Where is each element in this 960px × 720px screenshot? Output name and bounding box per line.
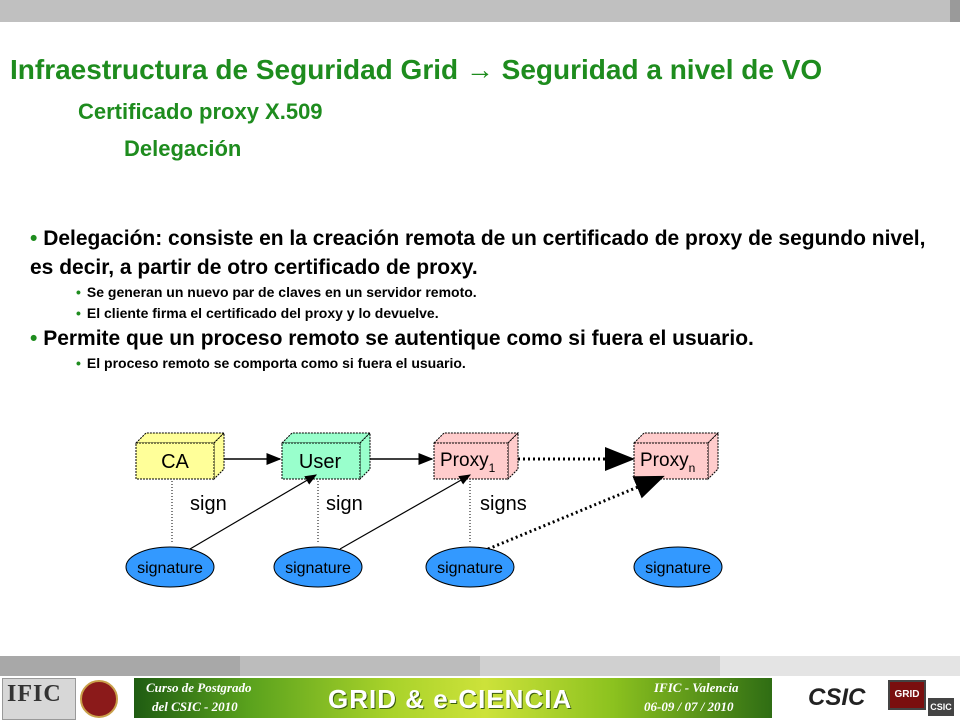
course-line-2: del CSIC - 2010 — [152, 699, 238, 714]
proxyn-label-main: Proxy — [640, 450, 689, 471]
university-seal-icon — [80, 680, 118, 718]
proxy1-label-sub: 1 — [489, 461, 496, 475]
delegation-diagram: CA User Proxy1 Proxyn sign sign signs si… — [125, 431, 723, 588]
proxyn-box: Proxyn — [632, 431, 720, 481]
strip-segment — [240, 656, 480, 676]
user-box: User — [280, 431, 372, 481]
bullet-dot: • — [76, 355, 81, 371]
bullet-text: Permite que un proceso remoto se autenti… — [43, 327, 754, 350]
banner-dates: 06-09 / 07 / 2010 — [644, 699, 734, 714]
slide-subtitle-2: Delegación — [124, 136, 242, 161]
course-banner: Curso de Postgrado del CSIC - 2010 GRID … — [134, 678, 772, 718]
edge-label-sign-2: sign — [326, 493, 363, 515]
bullet-2: • Permite que un proceso remoto se auten… — [30, 324, 930, 353]
banner-location: IFIC - Valencia — [654, 680, 739, 695]
proxy1-label: Proxy1 — [440, 450, 496, 475]
top-bar — [0, 0, 960, 22]
bullet-text: El cliente firma el certificado del prox… — [86, 305, 439, 321]
sub-bullet-2: • El cliente firma el certificado del pro… — [76, 303, 930, 324]
signature-label: signature — [285, 560, 351, 577]
ca-label: CA — [161, 451, 189, 473]
bullet-1: • Delegación: consiste en la creación re… — [30, 224, 930, 282]
sub-bullet-1: • Se generan un nuevo par de claves en un… — [76, 282, 930, 303]
signature-ellipse-2: signature — [273, 546, 363, 588]
csic-logo: CSIC — [808, 684, 866, 711]
signature-ellipse-3: signature — [425, 546, 515, 588]
grid-logo: GRID — [888, 680, 926, 710]
bullet-dot: • — [76, 284, 81, 300]
proxy1-box: Proxy1 — [432, 431, 520, 481]
csic-small-logo: CSIC — [928, 698, 954, 716]
ific-logo: IFIC — [2, 678, 76, 720]
proxy1-label-main: Proxy — [440, 450, 489, 471]
bullet-text: El proceso remoto se comporta como si fu… — [86, 355, 466, 371]
ca-box: CA — [134, 431, 226, 481]
sub-bullet-3: • El proceso remoto se comporta como si f… — [76, 353, 930, 374]
bullet-dot: • — [76, 305, 81, 321]
bullet-text: Se generan un nuevo par de claves en un … — [86, 284, 477, 300]
strip-segment — [480, 656, 720, 676]
signature-ellipse-1: signature — [125, 546, 215, 588]
footer: IFIC Curso de Postgrado del CSIC - 2010 … — [0, 676, 960, 720]
course-line-1: Curso de Postgrado — [146, 680, 252, 695]
arrow-sig-proxyn — [487, 475, 665, 551]
signature-ellipse-4: signature — [633, 546, 723, 588]
banner-title: GRID & e-CIENCIA — [328, 684, 573, 714]
proxyn-label: Proxyn — [640, 450, 695, 475]
signature-label: signature — [645, 560, 711, 577]
strip-segment — [0, 656, 240, 676]
edge-label-sign-1: sign — [190, 493, 227, 515]
top-bar-tick — [950, 0, 960, 22]
bullet-list: • Delegación: consiste en la creación re… — [30, 224, 930, 374]
ific-logo-text: IFIC — [7, 681, 62, 707]
slide-title: Infraestructura de Seguridad Grid → Segu… — [10, 54, 823, 85]
slide-subtitle-1: Certificado proxy X.509 — [78, 99, 323, 124]
bullet-text: Delegación: consiste en la creación remo… — [30, 227, 926, 279]
arrow-sig-user — [189, 474, 318, 550]
bottom-strip — [0, 656, 960, 676]
strip-segment — [720, 656, 960, 676]
arrow-sig-proxy1 — [339, 474, 472, 550]
signature-label: signature — [137, 560, 203, 577]
bullet-dot: • — [30, 227, 44, 250]
signature-label: signature — [437, 560, 503, 577]
user-label: User — [299, 451, 342, 473]
bullet-dot: • — [30, 327, 44, 350]
edge-label-signs: signs — [480, 493, 527, 515]
proxyn-label-sub: n — [689, 461, 696, 475]
